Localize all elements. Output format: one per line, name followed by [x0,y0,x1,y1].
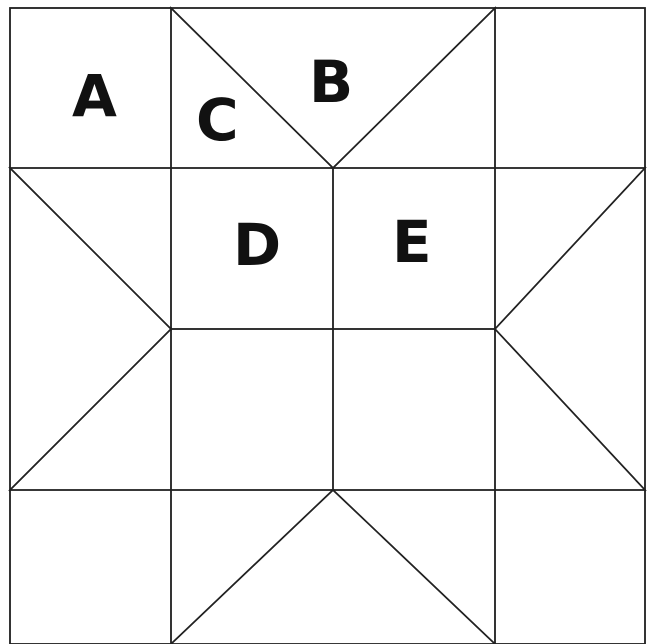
corner-square-bottom-left [10,490,171,644]
label-c: C [196,86,239,154]
label-b: B [309,48,353,116]
label-d: D [233,211,281,279]
corner-square-top-right [495,8,645,168]
label-e: E [392,208,432,276]
label-a: A [72,62,117,130]
corner-square-bottom-right [495,490,645,644]
